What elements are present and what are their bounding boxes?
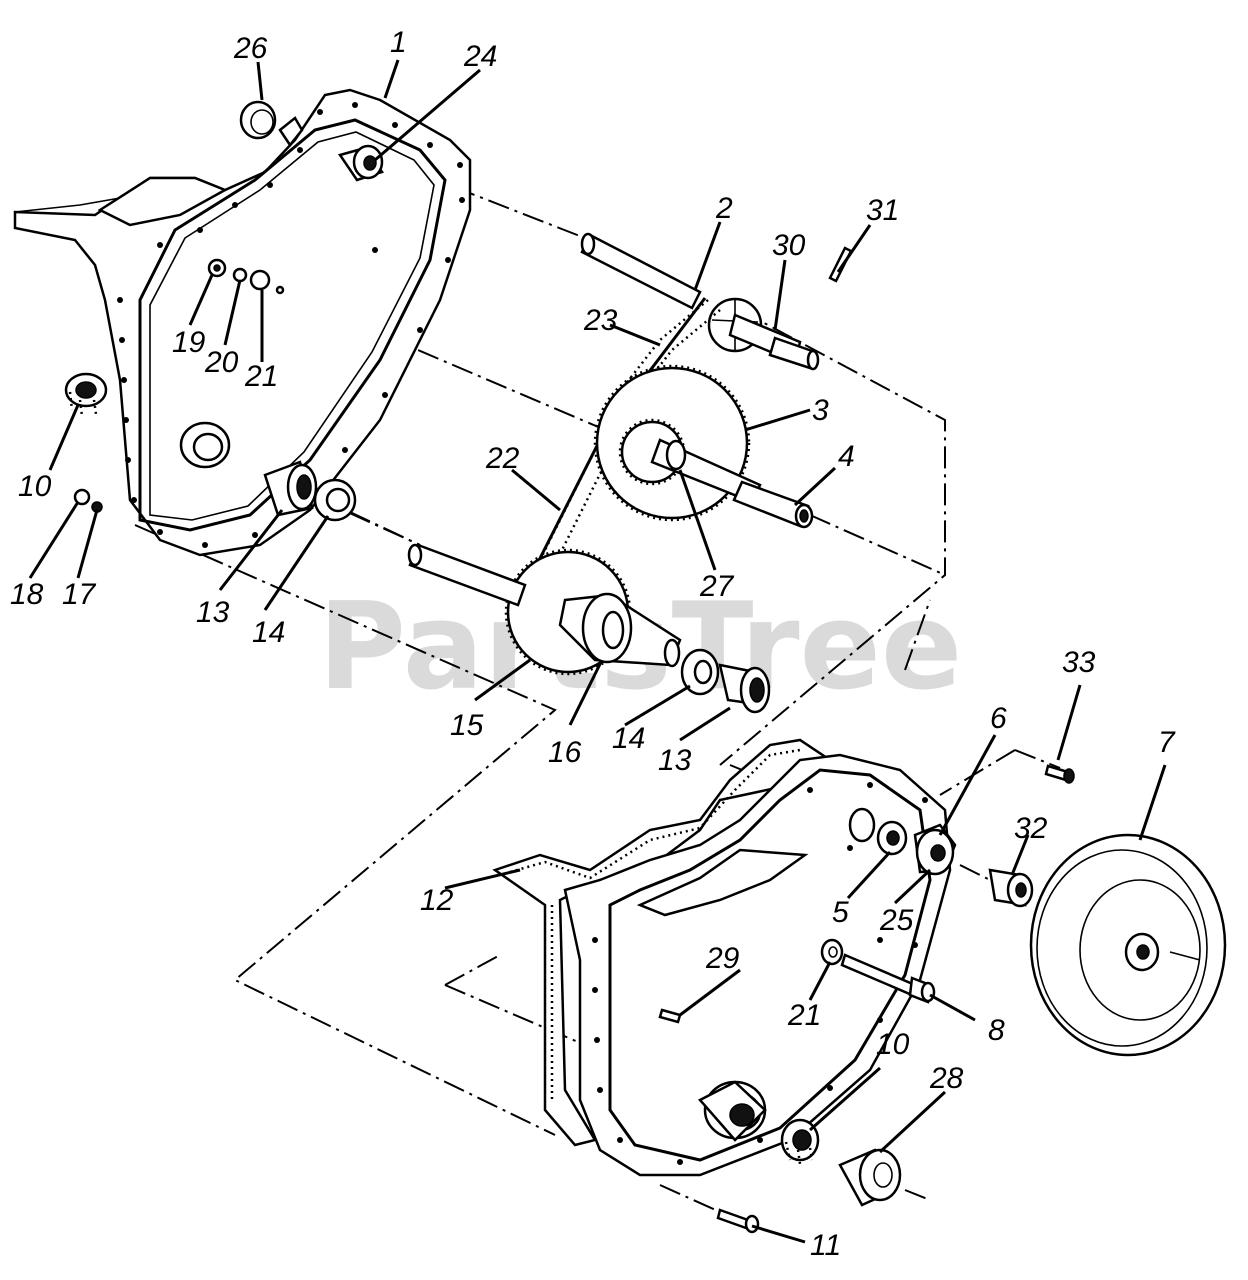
callout-4: 4 bbox=[838, 440, 855, 473]
callout-23: 23 bbox=[583, 304, 618, 337]
callout-leader-lines bbox=[28, 59, 1167, 1244]
callout-12: 12 bbox=[420, 884, 454, 917]
callout-5: 5 bbox=[832, 896, 849, 929]
part-25-hub bbox=[913, 823, 957, 876]
part-13-14-bearing-washer-left bbox=[263, 460, 357, 522]
callout-21-lower: 21 bbox=[787, 999, 821, 1032]
part-14-13-washer-bearing-right bbox=[680, 648, 771, 714]
callout-14-right: 14 bbox=[612, 722, 645, 755]
callout-14-left: 14 bbox=[252, 616, 285, 649]
callout-13-right: 13 bbox=[658, 744, 692, 777]
callout-24: 24 bbox=[463, 40, 497, 73]
callout-21-upper: 21 bbox=[244, 360, 278, 393]
callout-16: 16 bbox=[548, 736, 582, 769]
callout-22: 22 bbox=[485, 442, 520, 475]
callout-31: 31 bbox=[866, 194, 899, 227]
callout-10-right: 10 bbox=[876, 1028, 910, 1061]
part-28-cap-nut bbox=[838, 1148, 902, 1207]
housing-bolt-holes bbox=[117, 102, 465, 548]
part-11-screw bbox=[716, 1208, 760, 1234]
part-10-bushing-left bbox=[64, 372, 108, 417]
part-5-bearing bbox=[876, 820, 908, 856]
right-chain-case-housing bbox=[563, 753, 952, 1177]
parts-17-18-fasteners bbox=[73, 488, 103, 513]
part-33-screw bbox=[1044, 764, 1075, 784]
callout-13-left: 13 bbox=[196, 596, 230, 629]
part-4-spacer-tube bbox=[732, 480, 814, 529]
callout-25: 25 bbox=[879, 904, 914, 937]
part-16-hub-shaft bbox=[558, 592, 682, 668]
part-26-cap bbox=[239, 100, 277, 140]
callout-7: 7 bbox=[1158, 726, 1176, 759]
callout-8: 8 bbox=[988, 1014, 1005, 1047]
callout-33: 33 bbox=[1062, 646, 1096, 679]
callout-20: 20 bbox=[204, 346, 239, 379]
callout-28: 28 bbox=[929, 1062, 964, 1095]
part-27-small-sprocket bbox=[618, 418, 762, 504]
callout-3: 3 bbox=[812, 394, 829, 427]
part-21-washer-and-8-bolt bbox=[820, 938, 936, 1004]
callout-27: 27 bbox=[699, 570, 735, 603]
callout-30: 30 bbox=[772, 229, 806, 262]
left-chain-case-housing bbox=[13, 88, 472, 557]
callout-1: 1 bbox=[390, 26, 407, 59]
part-32-spacer bbox=[988, 868, 1034, 908]
callout-labels: 26 1 24 2 30 31 23 19 20 21 3 10 22 4 18… bbox=[10, 26, 1176, 1262]
callout-11: 11 bbox=[810, 1229, 841, 1262]
callout-15: 15 bbox=[450, 709, 484, 742]
part-24-bearing bbox=[337, 144, 385, 182]
callout-17: 17 bbox=[62, 578, 97, 611]
callout-19: 19 bbox=[172, 326, 206, 359]
part-10-bushing-right bbox=[780, 1118, 820, 1165]
callout-6: 6 bbox=[990, 702, 1007, 735]
callout-18: 18 bbox=[10, 578, 44, 611]
callout-2: 2 bbox=[715, 192, 733, 225]
part-7-pulley bbox=[1029, 833, 1227, 1057]
callout-32: 32 bbox=[1014, 812, 1048, 845]
callout-26: 26 bbox=[233, 32, 268, 65]
callout-10-left: 10 bbox=[18, 470, 52, 503]
part-29-screw bbox=[658, 1008, 682, 1024]
callout-29: 29 bbox=[705, 942, 740, 975]
